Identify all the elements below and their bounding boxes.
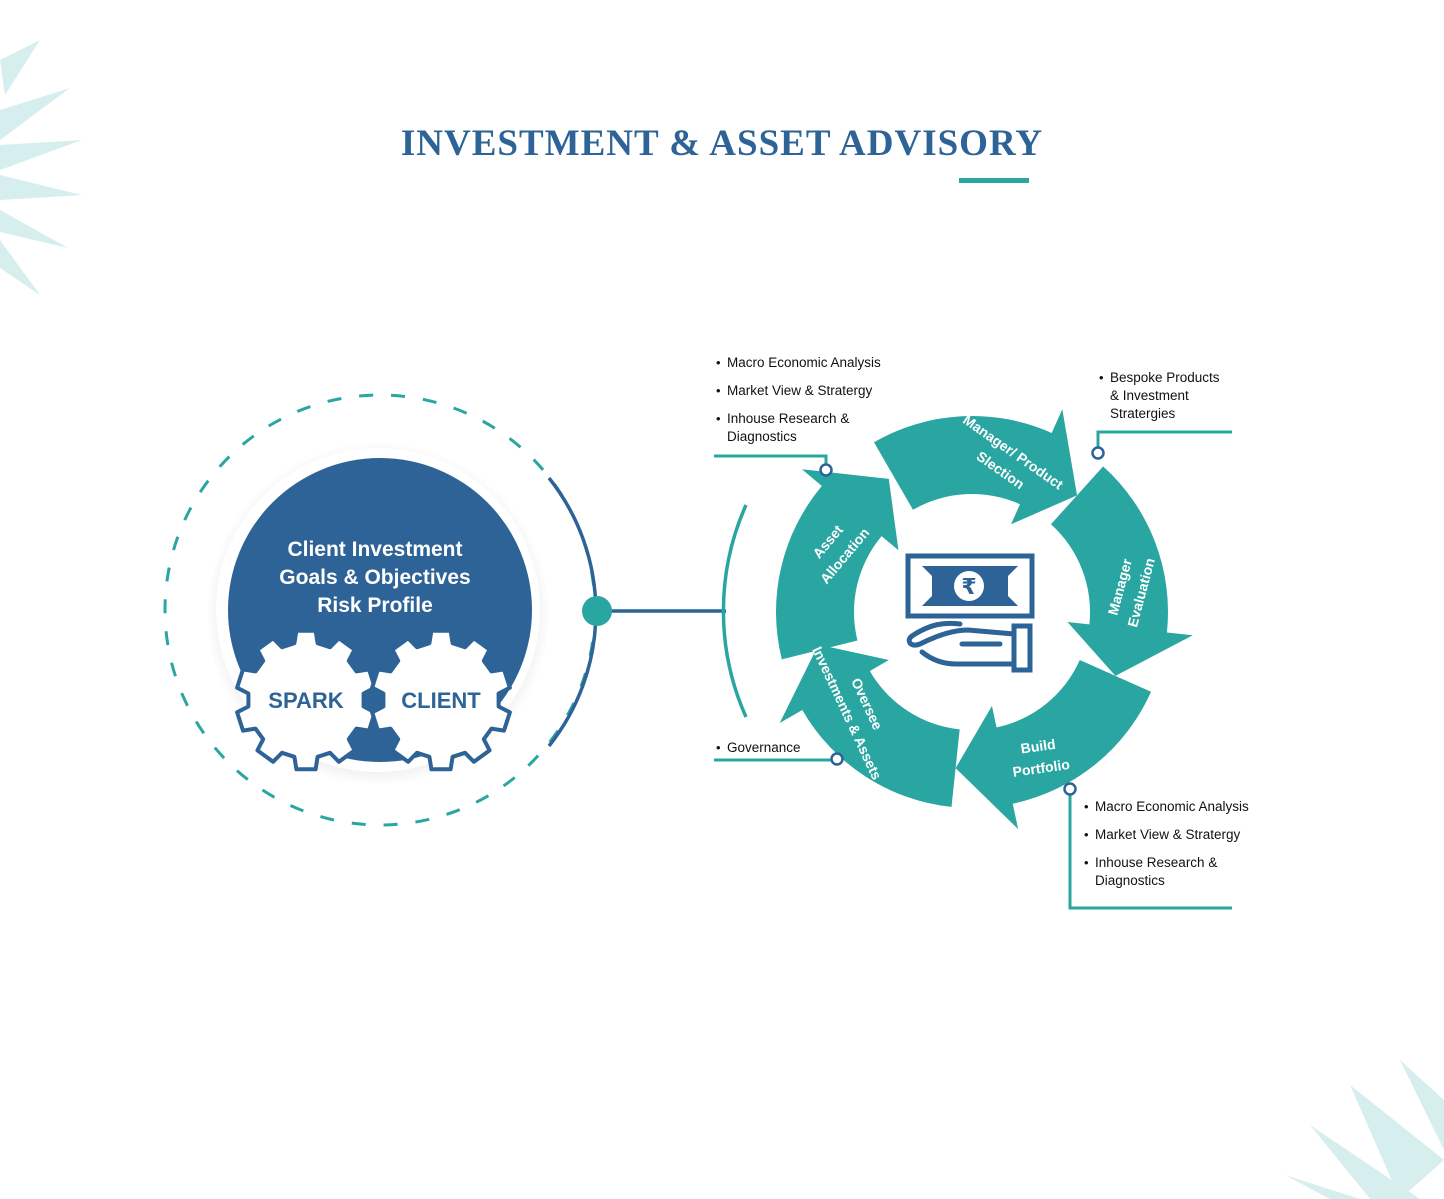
callout-manager-line <box>1096 430 1232 452</box>
callout-item: Inhouse Research & Diagnostics <box>1084 854 1284 890</box>
client-line-1: Client Investment <box>287 538 462 561</box>
step-build-portfolio-label-line: Portfolio <box>1012 756 1071 780</box>
client-gear-outline <box>370 628 512 772</box>
step-manager-evaluation-arrow <box>1050 466 1193 676</box>
step-build-portfolio-label-line: Build <box>1020 736 1057 757</box>
spark-gear-outline <box>235 628 377 772</box>
step-manager-selection-arrow <box>874 409 1078 525</box>
callout-item: Governance <box>716 739 836 757</box>
callout-asset-dot <box>819 463 833 477</box>
spark-gear-label: SPARK <box>268 688 343 713</box>
callout-build-portfolio: Macro Economic Analysis Market View & St… <box>1084 798 1284 900</box>
page-title: INVESTMENT & ASSET ADVISORY <box>400 123 1044 164</box>
callout-asset-line <box>714 454 828 468</box>
callout-manager-dot <box>1091 446 1105 460</box>
callout-item: Inhouse Research & Diagnostics <box>716 410 916 446</box>
callout-item: Bespoke Products & Investment Stratergie… <box>1099 369 1239 423</box>
step-asset-allocation-arrow <box>776 469 899 660</box>
decor-burst-bottom-right <box>1285 1060 1444 1199</box>
step-build-portfolio-arrow <box>955 659 1152 830</box>
decor-burst-top-left <box>0 40 82 295</box>
callout-manager-selection: Bespoke Products & Investment Stratergie… <box>1099 369 1239 423</box>
step-oversee-arrow <box>779 644 960 807</box>
client-gear: CLIENT <box>370 628 512 772</box>
client-line-3: Risk Profile <box>317 594 433 617</box>
step-build-portfolio-label: BuildPortfolio <box>1008 734 1070 780</box>
rupee-note-in-hand-icon: ₹ <box>905 553 1035 673</box>
spark-gear: SPARK <box>235 628 377 772</box>
step-build-portfolio: BuildPortfolio <box>955 659 1152 830</box>
callout-item: Macro Economic Analysis <box>716 354 916 372</box>
connector-node <box>582 596 612 626</box>
callout-item: Macro Economic Analysis <box>1084 798 1284 816</box>
callout-build-line <box>1068 790 1232 910</box>
svg-text:₹: ₹ <box>961 575 976 600</box>
gears-group: SPARK CLIENT <box>235 628 512 772</box>
callout-dots <box>819 446 1105 796</box>
callout-build-dot <box>1063 782 1077 796</box>
callout-item: Market View & Stratergy <box>1084 826 1284 844</box>
callout-lines <box>714 430 1232 910</box>
title-underline <box>959 178 1029 183</box>
client-goals-text: Client Investment Goals & Objectives Ris… <box>279 538 470 617</box>
callout-asset-allocation: Macro Economic Analysis Market View & St… <box>716 354 916 456</box>
client-line-2: Goals & Objectives <box>279 566 470 589</box>
callout-item: Market View & Stratergy <box>716 382 916 400</box>
cycle-outer-arc <box>721 504 748 718</box>
callout-oversee: Governance <box>716 739 836 767</box>
client-gear-label: CLIENT <box>401 688 481 713</box>
step-manager-evaluation: ManagerEvaluation <box>1050 466 1193 676</box>
step-manager-selection: Manager/ ProductSlection <box>874 409 1078 525</box>
step-asset-allocation: AssetAllocation <box>776 469 899 660</box>
